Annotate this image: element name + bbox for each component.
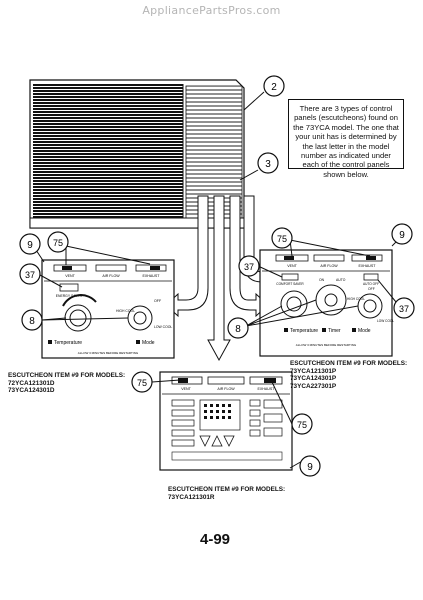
left-low-cool-label: LOW COOL [154,325,172,329]
page-number: 4-99 [200,531,231,548]
caption-right-model-2: 73YCA124301P [290,375,337,383]
caption-right-model-3: 73YCA227301P [290,382,337,390]
bottom-exhaust-label: EXHAUST [258,387,276,391]
caption-left-model-2: 73YCA124301D [8,387,55,395]
left-energy-saver-label: ENERGY SAVER [56,294,83,298]
callout-bottom-75b-label: 75 [297,420,307,430]
callout-right-37a-label: 37 [244,262,254,272]
control-panel-right: VENT AIR FLOW EXHAUST COMFORT SAVER AUTO… [259,249,394,357]
left-mode-label: Mode [142,340,155,346]
note-box: There are 3 types of control panels (esc… [288,99,404,179]
callout-3-label: 3 [265,159,271,170]
callout-left-8-label: 8 [29,316,35,327]
watermark: AppliancePartsPros.com [142,4,281,17]
caption-right-title: ESCUTCHEON ITEM #9 FOR MODELS: [290,360,408,367]
right-on-label: ON [319,278,325,282]
left-off-label: OFF [154,299,162,303]
caption-right-model-1: 73YCA121301P [290,367,337,375]
right-timer-label: Timer [328,328,341,334]
front-grille [29,79,245,229]
callout-left-75 [47,231,69,253]
control-panel-left: VENT AIR FLOW EXHAUST ENERGY SAVER OFF H… [41,259,175,359]
callout-right-9 [391,223,413,245]
callout-right-8 [227,317,249,339]
bottom-airflow-label: AIR FLOW [217,387,235,391]
callout-bottom-75b [291,413,313,435]
callout-right-8-label: 8 [235,324,241,335]
left-vent-label: VENT [65,274,75,278]
callout-right-37a [238,255,260,277]
right-airflow-label: AIR FLOW [320,264,338,268]
callout-right-37b [393,297,415,319]
right-vent-label: VENT [287,264,297,268]
caption-bottom-model-1: 73YCA121301R [168,493,215,501]
callout-left-9-label: 9 [27,240,33,251]
right-auto-label: AUTO [336,278,346,282]
callout-left-37 [19,263,41,285]
callout-bottom-9 [299,455,321,477]
callout-2-label: 2 [271,82,277,93]
caption-right: ESCUTCHEON ITEM #9 FOR MODELS: 73YCA1213… [290,360,407,390]
right-mode-label: Mode [358,328,371,334]
caption-bottom: ESCUTCHEON ITEM #9 FOR MODELS: 73YCA1213… [168,486,285,501]
bottom-vent-label: VENT [181,387,191,391]
caption-left: ESCUTCHEON ITEM #9 FOR MODELS: 72YCA1213… [8,372,125,395]
caption-left-model-1: 72YCA121301D [8,379,55,387]
right-comfort-saver-label: COMFORT SAVER [276,282,304,286]
callout-left-37-label: 37 [25,270,35,280]
left-airflow-label: AIR FLOW [102,274,120,278]
right-high-cool-label: HIGH COOL [347,297,365,301]
left-high-cool-label: HIGH COOL [116,309,135,313]
callout-right-75-label: 75 [277,234,287,244]
caption-left-title: ESCUTCHEON ITEM #9 FOR MODELS: [8,372,126,379]
callout-bottom-75a [131,371,153,393]
left-allow-label: ALLOW 3 MINUTES BEFORE RESTARTING [78,351,139,355]
callout-right-75 [271,227,293,249]
callout-right-37b-label: 37 [399,304,409,314]
callout-2 [263,75,285,97]
callout-bottom-75a-label: 75 [137,378,147,388]
right-off-label: OFF [368,287,375,291]
left-exhaust-label: EXHAUST [143,274,161,278]
right-low-cool-label: LOW COOL [377,319,394,323]
callout-bottom-9-label: 9 [307,462,313,473]
callout-left-75-label: 75 [53,238,63,248]
callout-3 [257,152,279,174]
caption-bottom-title: ESCUTCHEON ITEM #9 FOR MODELS: [168,486,286,493]
left-temperature-label: Temperature [54,340,82,346]
callout-left-8 [21,309,43,331]
right-auto-off-label: AUTO OFF [363,282,379,286]
right-allow-label: ALLOW 3 MINUTES BEFORE RESTARTING [296,343,357,347]
control-panel-bottom: VENT AIR FLOW EXHAUST [159,371,293,471]
right-exhaust-label: EXHAUST [359,264,377,268]
callout-left-9 [19,233,41,255]
callout-right-9-label: 9 [399,230,405,241]
right-temperature-label: Temperature [290,328,318,334]
